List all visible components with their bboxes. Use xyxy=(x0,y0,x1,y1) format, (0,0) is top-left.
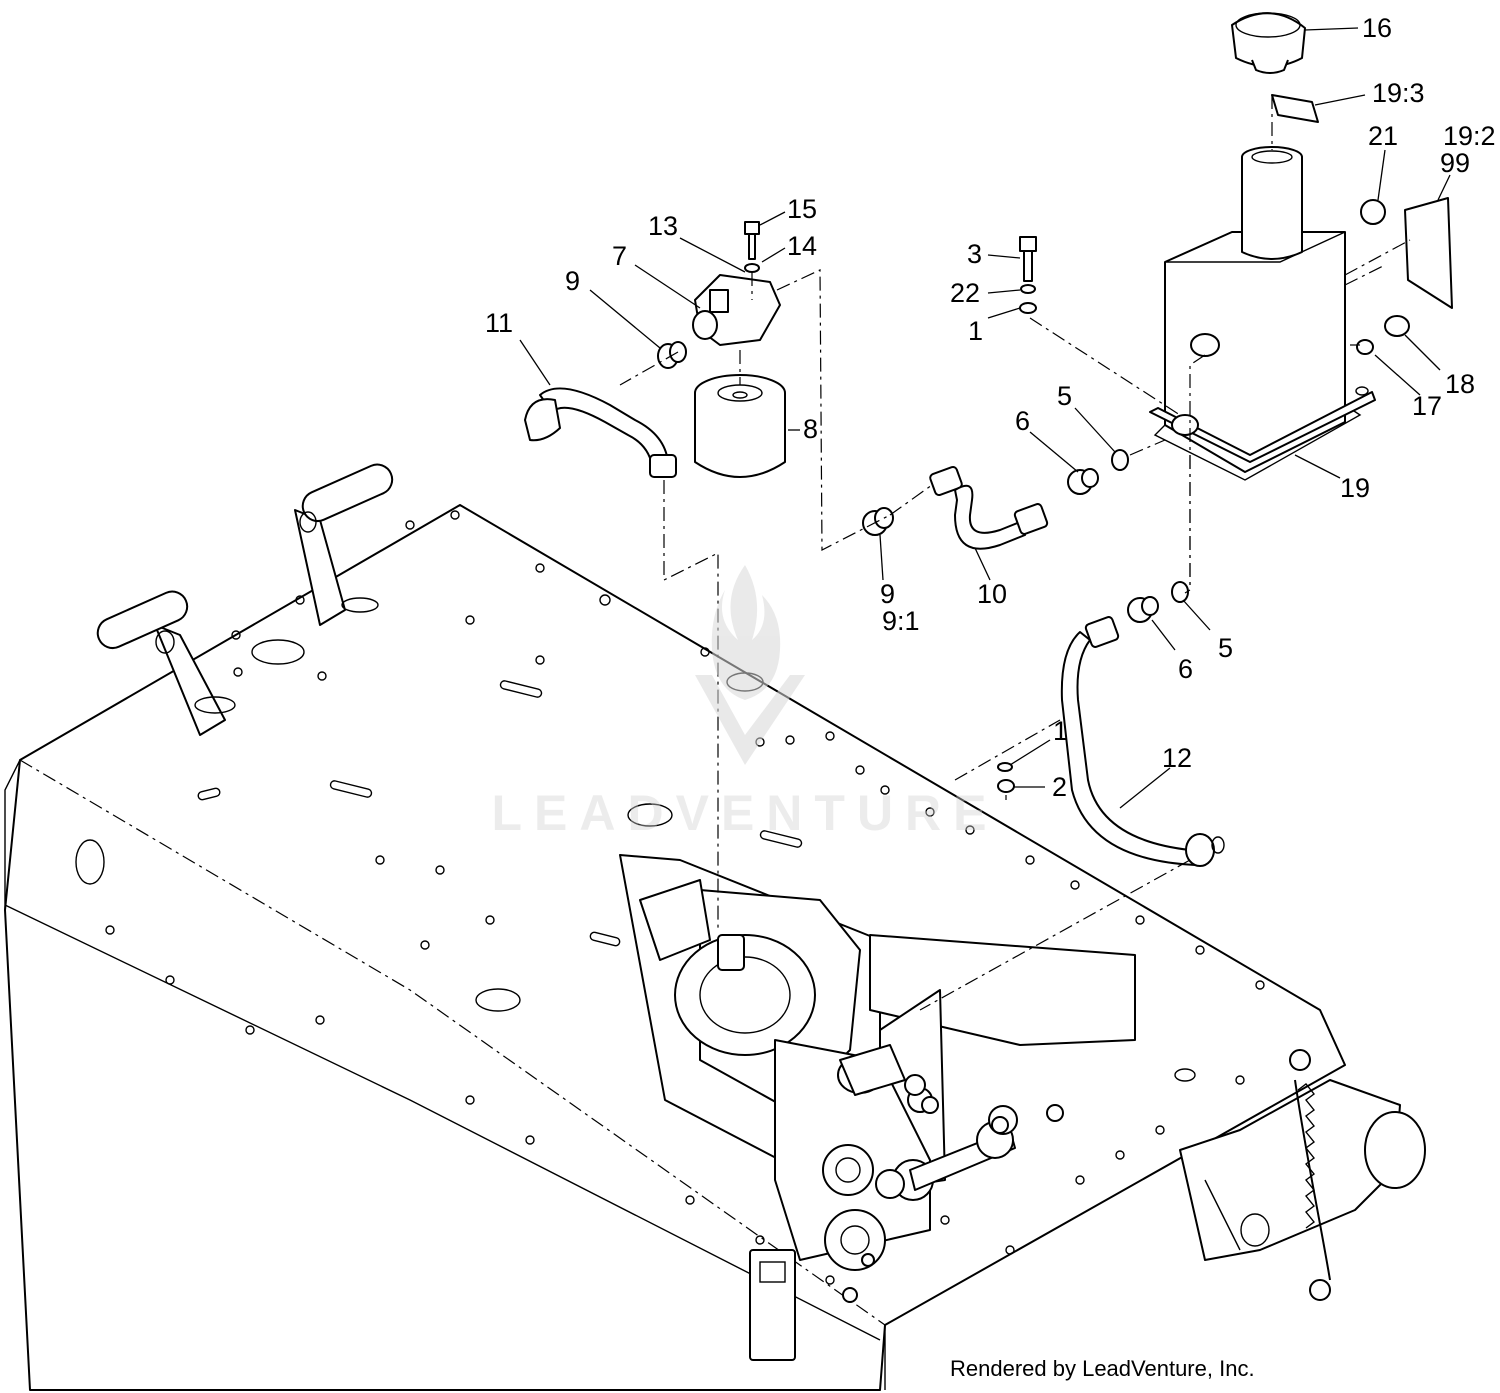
callout-19-3: 19:3 xyxy=(1372,78,1425,108)
callout-19: 19 xyxy=(1340,473,1370,503)
callout-99: 99 xyxy=(1440,148,1470,178)
callout-3: 3 xyxy=(967,239,982,269)
control-levers xyxy=(96,463,394,736)
watermark-text: LEADVENTURE xyxy=(491,785,998,841)
bolt-15-shank xyxy=(748,233,756,260)
washer-14 xyxy=(744,263,760,273)
washer-5-lower xyxy=(1171,581,1189,603)
callout-17: 17 xyxy=(1412,391,1442,421)
callout-15: 15 xyxy=(787,194,817,224)
washer-5-upper xyxy=(1111,449,1129,471)
filter-assembly xyxy=(692,274,786,478)
callout-6-lower: 6 xyxy=(1178,654,1193,684)
assembly-centerlines xyxy=(619,95,1411,1011)
callout-9-1: 9:1 xyxy=(882,606,920,636)
callout-5-lower: 5 xyxy=(1218,633,1233,663)
pump-assembly xyxy=(619,854,1136,1303)
washer-1-lower xyxy=(997,762,1013,772)
nut-2 xyxy=(997,779,1015,793)
callout-6-upper: 6 xyxy=(1015,406,1030,436)
hose-11 xyxy=(524,387,677,478)
tank-bolt-stack xyxy=(1019,236,1037,314)
watermark-flame-icon xyxy=(711,565,781,700)
bolt-15 xyxy=(744,221,760,235)
leader-lines xyxy=(519,27,1451,809)
callout-21: 21 xyxy=(1368,121,1398,151)
callout-11: 11 xyxy=(485,308,513,338)
callout-8: 8 xyxy=(803,414,818,444)
fitting-6-upper-b xyxy=(1081,468,1099,488)
callout-18: 18 xyxy=(1445,369,1475,399)
callout-5-upper: 5 xyxy=(1057,381,1072,411)
decal-tank xyxy=(1404,197,1453,309)
callout-10: 10 xyxy=(977,579,1007,609)
rear-components xyxy=(1179,1049,1426,1301)
plug-18 xyxy=(1384,315,1410,337)
reservoir-cap xyxy=(1231,12,1306,74)
callout-14: 14 xyxy=(787,231,817,261)
callout-22: 22 xyxy=(950,278,980,308)
hose-10 xyxy=(929,466,1049,550)
hose-12 xyxy=(1060,616,1225,867)
callout-2: 2 xyxy=(1052,772,1067,802)
watermark: LEADVENTURE xyxy=(491,565,998,841)
callout-1-upper: 1 xyxy=(968,316,983,346)
callout-7: 7 xyxy=(612,241,627,271)
callout-1-lower: 1 xyxy=(1053,716,1068,746)
hydraulic-reservoir xyxy=(1149,146,1376,481)
decal-cap xyxy=(1271,94,1319,123)
fitting-17 xyxy=(1356,339,1374,355)
fitting-21 xyxy=(1360,199,1386,225)
fitting-6-lower-b xyxy=(1141,596,1159,616)
callout-9-lower: 9 xyxy=(880,579,895,609)
callout-19-2: 19:2 xyxy=(1443,121,1496,151)
callout-16: 16 xyxy=(1362,13,1392,43)
watermark-chevron-icon xyxy=(695,675,805,765)
callout-9-upper: 9 xyxy=(565,266,580,296)
callout-13: 13 xyxy=(648,211,678,241)
callout-labels: 16 19:3 21 19:2 99 15 13 14 7 9 11 3 22 … xyxy=(485,13,1496,802)
callout-12: 12 xyxy=(1162,743,1192,773)
footer-credit: Rendered by LeadVenture, Inc. xyxy=(950,1356,1255,1381)
